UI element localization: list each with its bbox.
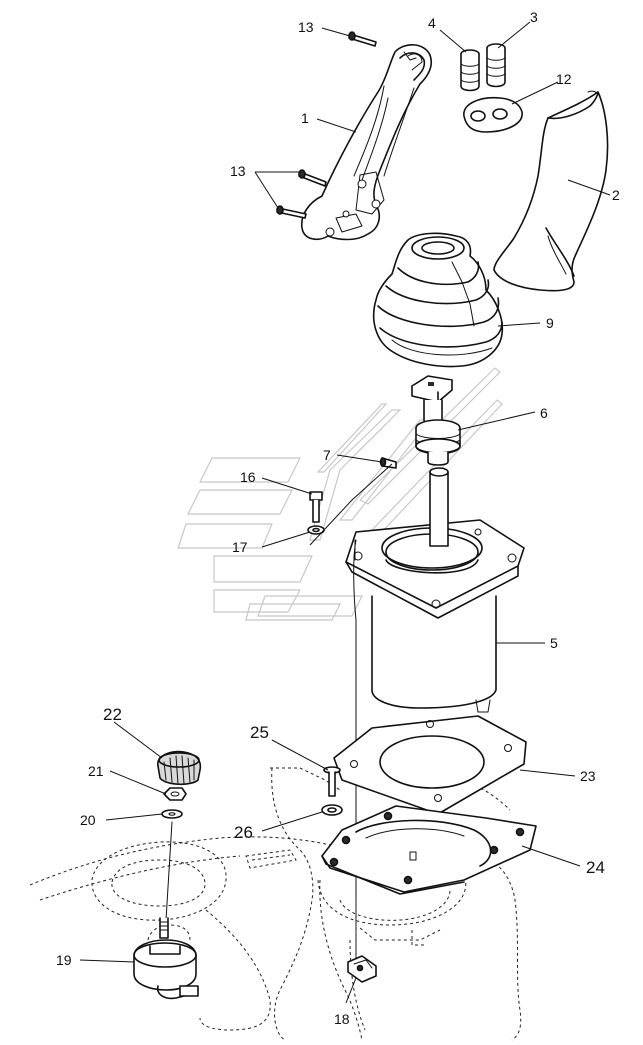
callout-1: 1 xyxy=(301,110,309,126)
callout-21: 21 xyxy=(88,763,104,779)
callout-9: 9 xyxy=(546,315,554,331)
callout-6: 6 xyxy=(540,405,548,421)
part-25-bolt xyxy=(323,766,341,797)
part-17-washer xyxy=(307,525,325,535)
part-23-plate-gasket xyxy=(333,715,527,815)
part-2-grip xyxy=(493,90,609,292)
part-6-shaft-assembly xyxy=(411,375,461,466)
part-3-plug xyxy=(486,43,506,88)
part-16-bolt xyxy=(309,491,323,523)
part-13-pin-top xyxy=(348,31,377,47)
part-24-base-plate xyxy=(321,805,537,895)
part-20-washer xyxy=(161,809,183,819)
callout-25: 25 xyxy=(250,723,269,742)
callout-16: 16 xyxy=(240,469,256,485)
callout-12: 12 xyxy=(556,71,572,87)
part-12-gasket xyxy=(463,96,523,133)
callout-5: 5 xyxy=(550,635,558,651)
part-1-lever-bracket xyxy=(300,44,433,241)
callout-labels: 13 1 13 4 3 12 2 9 6 7 16 17 5 22 25 21 … xyxy=(56,9,620,1027)
callout-22: 22 xyxy=(103,705,122,724)
callout-7: 7 xyxy=(323,447,331,463)
part-9-boot xyxy=(372,232,504,368)
callout-3: 3 xyxy=(530,9,538,25)
callout-19: 19 xyxy=(56,952,72,968)
callout-23: 23 xyxy=(580,768,596,784)
part-7-screw xyxy=(379,457,397,469)
callout-18: 18 xyxy=(334,1011,350,1027)
machine-base-outline xyxy=(29,767,522,1041)
part-4-plug xyxy=(460,49,480,92)
callout-17: 17 xyxy=(232,539,248,555)
callout-20: 20 xyxy=(80,812,96,828)
callout-26: 26 xyxy=(234,823,253,842)
part-26-washer xyxy=(321,804,343,816)
part-19-potentiometer xyxy=(133,917,199,1000)
callout-13-bottom: 13 xyxy=(230,163,246,179)
part-21-nut xyxy=(163,787,187,801)
leader-lines xyxy=(79,21,611,1004)
part-5-housing xyxy=(345,467,525,713)
callout-2: 2 xyxy=(612,187,620,203)
part-18-clip xyxy=(347,955,377,983)
callout-13-top: 13 xyxy=(298,19,314,35)
part-13-pin-mid xyxy=(298,169,327,187)
callout-4: 4 xyxy=(428,15,436,31)
part-13-pin-low xyxy=(276,205,307,219)
callout-24: 24 xyxy=(586,858,605,877)
part-22-knob xyxy=(157,750,202,786)
